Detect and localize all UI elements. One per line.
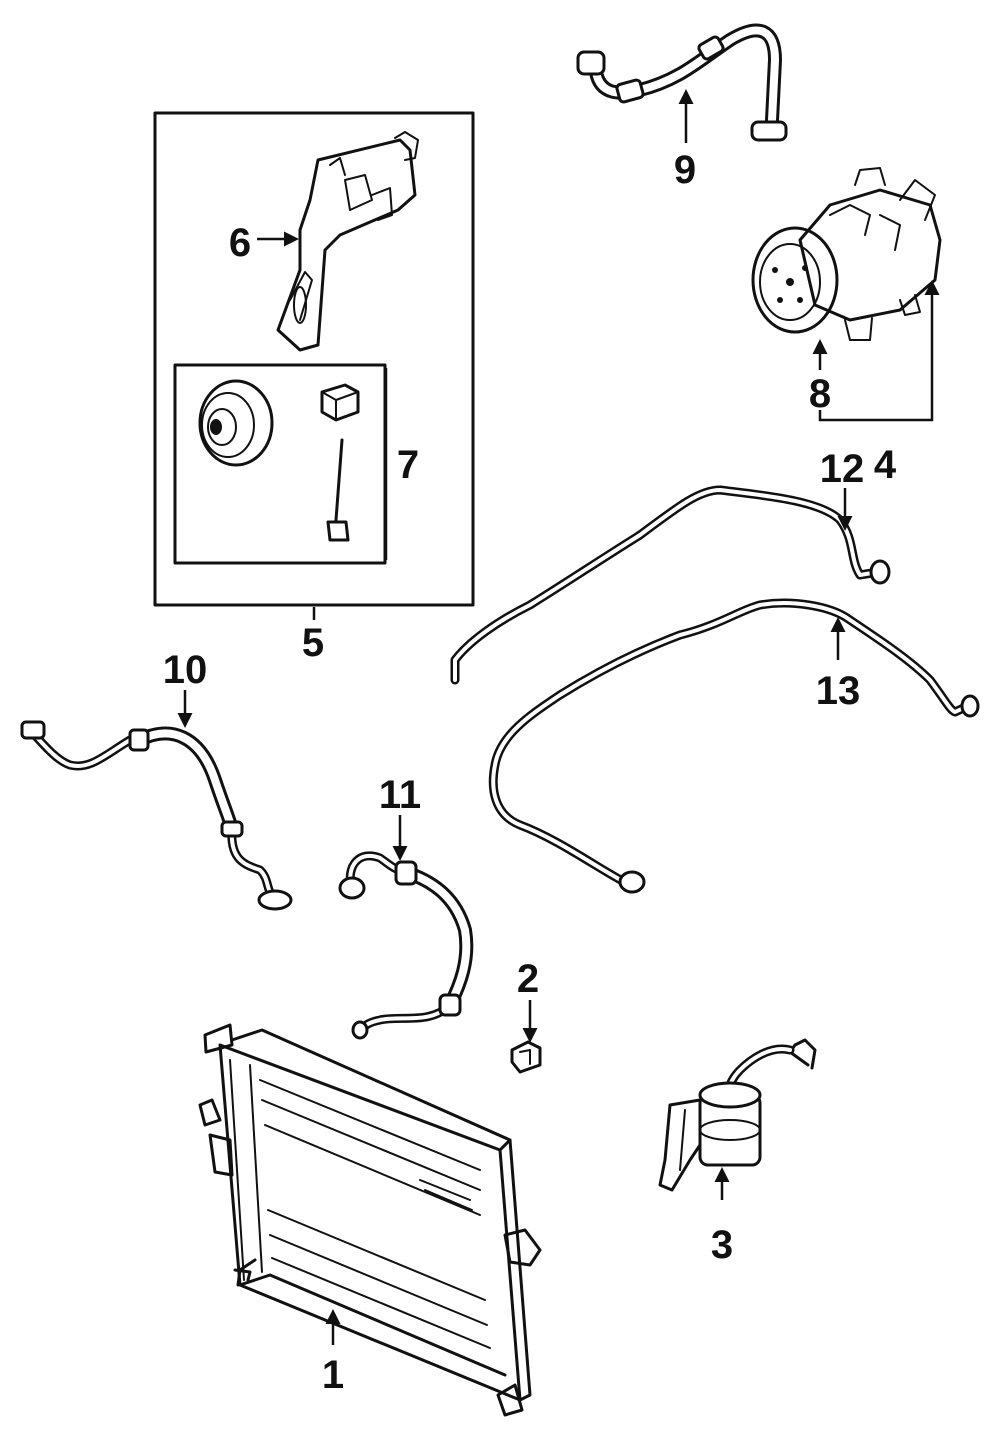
mounting-bracket-part: [276, 131, 419, 352]
bolt-part: [326, 438, 350, 542]
clutch-pulley-part: [198, 379, 274, 467]
callout-8: 8: [809, 372, 831, 416]
bracket-kit-box: [153, 111, 475, 607]
callout-labels: 1 2 3 4 5 6 7 8 9 10 11 12 13: [163, 148, 897, 1397]
clip-part: [510, 1040, 542, 1074]
callout-2: 2: [517, 957, 539, 1001]
leader-lines: [177, 89, 940, 1345]
receiver-drier-part: [658, 1038, 817, 1192]
liquid-line-part: [450, 485, 891, 685]
callout-7: 7: [397, 443, 419, 487]
callout-13: 13: [816, 669, 861, 713]
callout-6: 6: [229, 221, 251, 265]
discharge-hose-part: [20, 720, 293, 911]
callout-10: 10: [163, 648, 208, 692]
callout-3: 3: [711, 1223, 733, 1267]
callout-11: 11: [379, 773, 421, 817]
suction-hose-lower-part: [338, 851, 474, 1040]
relay-part: [320, 383, 360, 422]
discharge-line-part: [488, 598, 980, 894]
condenser-part: [198, 1023, 542, 1417]
leader-4: [818, 280, 940, 422]
callout-9: 9: [674, 148, 696, 192]
callout-5: 5: [302, 621, 324, 665]
callout-1: 1: [322, 1353, 344, 1397]
compressor-part: [751, 167, 942, 341]
suction-hose-part: [576, 23, 788, 142]
callout-4: 4: [874, 443, 897, 487]
callout-12: 12: [820, 447, 865, 491]
